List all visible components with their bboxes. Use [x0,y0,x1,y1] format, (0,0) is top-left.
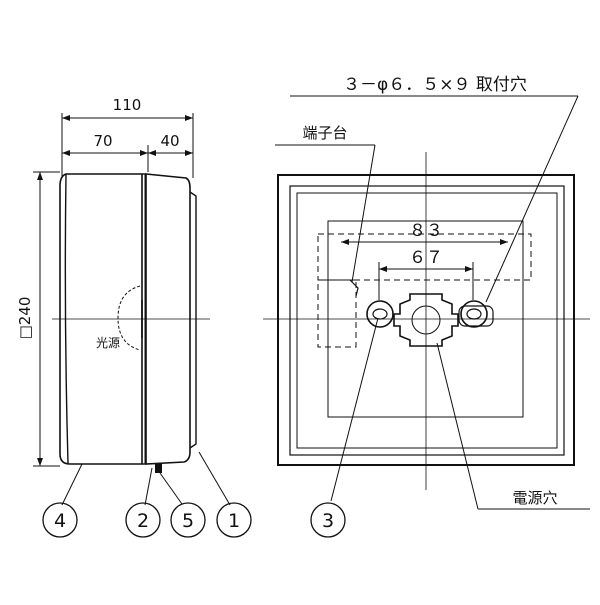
side-view: 110 70 40 □240 光源 [16,96,210,473]
slot-left [372,308,388,320]
leader-to-right-hole [485,95,579,303]
leader-to-terminal [351,144,376,283]
arrow [185,115,193,121]
arrow [341,239,349,245]
callout-1: 1 [216,502,252,538]
svg-text:2: 2 [137,510,149,532]
arrow [37,458,43,466]
arrow [62,115,70,121]
front-cover [59,173,143,465]
dim-83-label: ８３ [409,221,443,241]
arrow [140,150,148,156]
knob [155,464,162,473]
arrow [500,239,508,245]
leader-2 [144,467,153,506]
power-hole [393,293,459,347]
slot-right [466,308,482,320]
dashed-box-top [317,233,532,281]
arrow [465,266,473,272]
arrow [148,150,156,156]
arrow [62,150,70,156]
terminal-mark [349,279,359,297]
light-source-arc [117,285,141,351]
power-hole-inner [411,305,441,335]
svg-text:4: 4 [54,510,66,532]
callout-2: 2 [125,502,161,538]
dashed-box-left [317,279,357,348]
dim-left-label: 70 [93,132,112,150]
arrow [37,172,43,180]
callouts: 4 2 5 1 3 [42,502,346,538]
leader-4 [61,463,83,506]
cover-edge [64,173,69,464]
callout-4: 4 [42,502,78,538]
rear-body [145,173,191,465]
dim-height-label: □240 [16,297,34,340]
terminal-block-label: 端子台 [302,124,347,142]
arrow [379,266,387,272]
front-view: ８３ ６７ ３－φ６．５×９ 取付穴 端子台 電源穴 [263,75,590,510]
svg-text:1: 1 [228,510,240,532]
mounting-hole-left [366,300,394,328]
mounting-plate-right [458,305,494,327]
leader-1 [198,451,231,506]
dim-total-label: 110 [113,96,142,114]
callout-3: 3 [310,502,346,538]
mounting-hole-right [460,300,488,328]
leader-callout-3 [330,317,379,502]
mounting-flange [189,191,197,449]
leader-5 [159,472,183,505]
inner-frame [289,185,565,456]
leader-to-power-hole [436,342,479,510]
svg-text:3: 3 [322,510,334,532]
inner-frame-2 [296,192,558,449]
callout-5: 5 [170,502,206,538]
light-source-label: 光源 [96,336,120,350]
power-hole-label: 電源穴 [512,489,557,507]
callout-leaders [61,451,231,506]
mounting-hole-label: ３－φ６．５×９ 取付穴 [343,75,527,95]
arrow [185,150,193,156]
svg-text:5: 5 [182,510,194,532]
dim-right-label: 40 [160,132,179,150]
dim-67-label: ６７ [409,248,443,268]
